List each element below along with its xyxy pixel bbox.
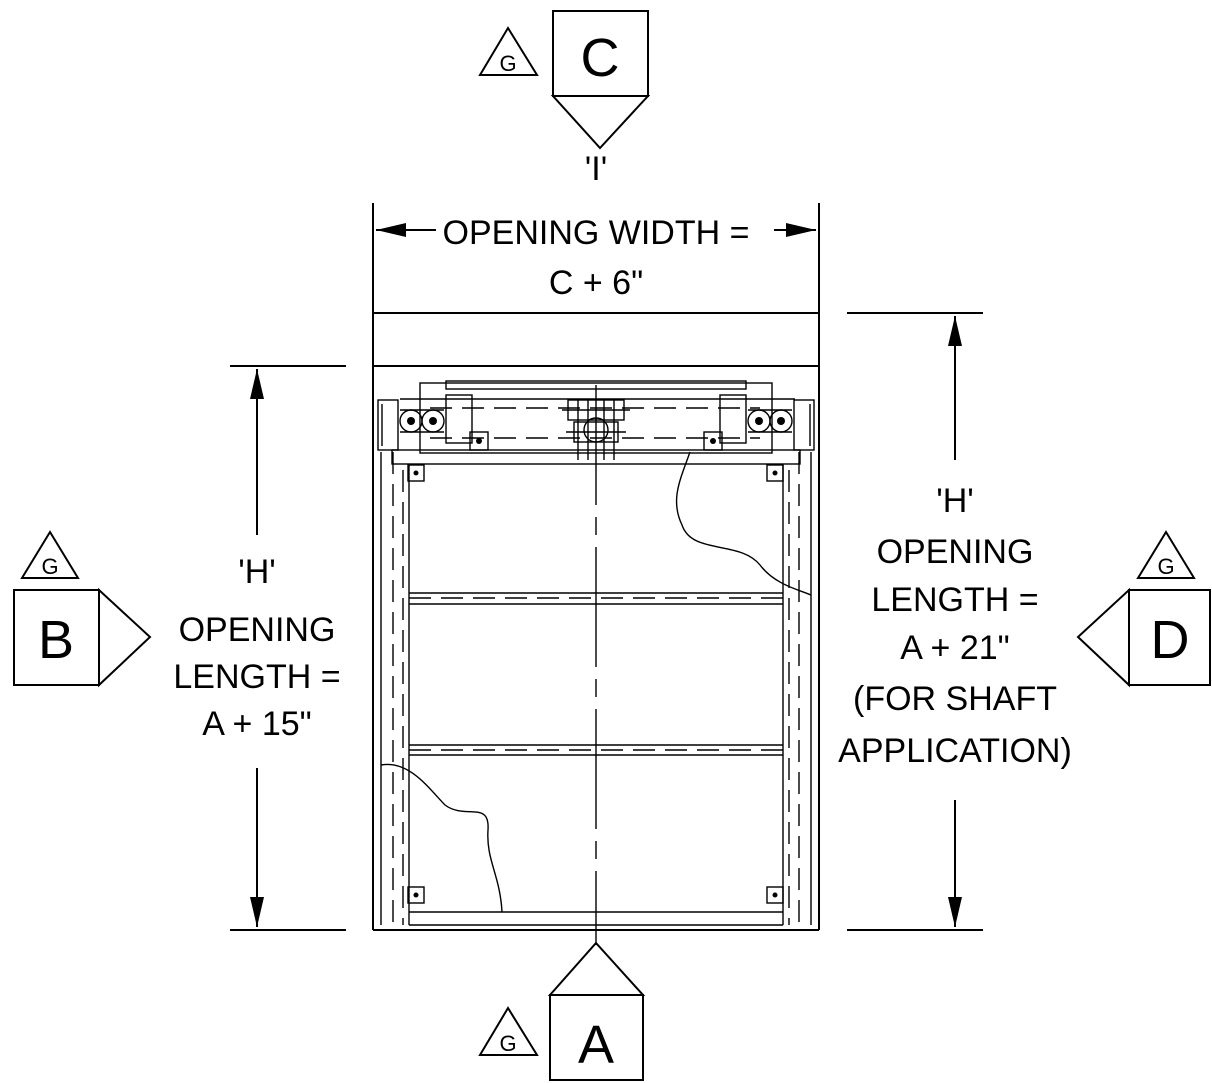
grade-label: G — [499, 51, 516, 76]
arrow-down-icon — [250, 897, 264, 927]
grade-label: G — [41, 554, 58, 579]
view-letter: B — [38, 610, 74, 670]
right-formula-line1: OPENING — [877, 533, 1034, 571]
arrow-down-icon — [948, 897, 962, 927]
arrow-left-icon — [376, 223, 406, 237]
left-ref-label: 'H' — [238, 553, 276, 591]
left-formula-line1: OPENING — [179, 611, 336, 649]
left-formula-line3: A + 15" — [202, 705, 311, 743]
width-formula-line1: OPENING WIDTH = — [443, 214, 750, 252]
right-formula-line3: A + 21" — [900, 629, 1009, 667]
right-formula-line4: (FOR SHAFT — [853, 680, 1057, 718]
grade-triangle-icon — [20, 530, 80, 579]
right-formula-line5: APPLICATION) — [838, 732, 1072, 770]
view-marker-bottom[interactable]: G A — [478, 941, 646, 1081]
view-letter: A — [578, 1015, 614, 1075]
view-marker-top[interactable]: G C — [478, 10, 651, 150]
gear-icon — [747, 409, 793, 433]
side-guides — [380, 385, 812, 945]
grade-triangle-icon — [1136, 530, 1196, 579]
grade-triangle-icon — [478, 26, 539, 76]
grade-label: G — [499, 1031, 516, 1056]
view-arrow-down-icon — [550, 95, 651, 150]
view-arrow-up-icon — [547, 941, 646, 996]
view-arrow-right-icon — [98, 587, 152, 688]
grade-label: G — [1157, 554, 1174, 579]
view-marker-left[interactable]: G B — [13, 530, 152, 688]
right-formula-line2: LENGTH = — [871, 581, 1038, 619]
width-dimension: 'I' OPENING WIDTH = C + 6" — [372, 150, 820, 930]
view-letter: D — [1151, 610, 1190, 670]
width-formula-line2: C + 6" — [549, 264, 643, 302]
grade-triangle-icon — [478, 1006, 539, 1056]
view-letter: C — [581, 28, 620, 88]
right-dimension: 'H' OPENING LENGTH = A + 21" (FOR SHAFT … — [838, 312, 1072, 931]
arrow-up-icon — [948, 316, 962, 346]
left-dimension: 'H' OPENING LENGTH = A + 15" — [173, 365, 346, 931]
right-ref-label: 'H' — [936, 482, 974, 520]
view-letter-box — [549, 994, 644, 1081]
left-formula-line2: LENGTH = — [173, 658, 340, 696]
view-marker-right[interactable]: G D — [1076, 530, 1211, 688]
arrow-up-icon — [250, 369, 264, 399]
arrow-right-icon — [786, 223, 816, 237]
view-arrow-left-icon — [1076, 587, 1130, 688]
width-ref-label: 'I' — [585, 150, 607, 188]
gear-icon — [399, 409, 445, 433]
